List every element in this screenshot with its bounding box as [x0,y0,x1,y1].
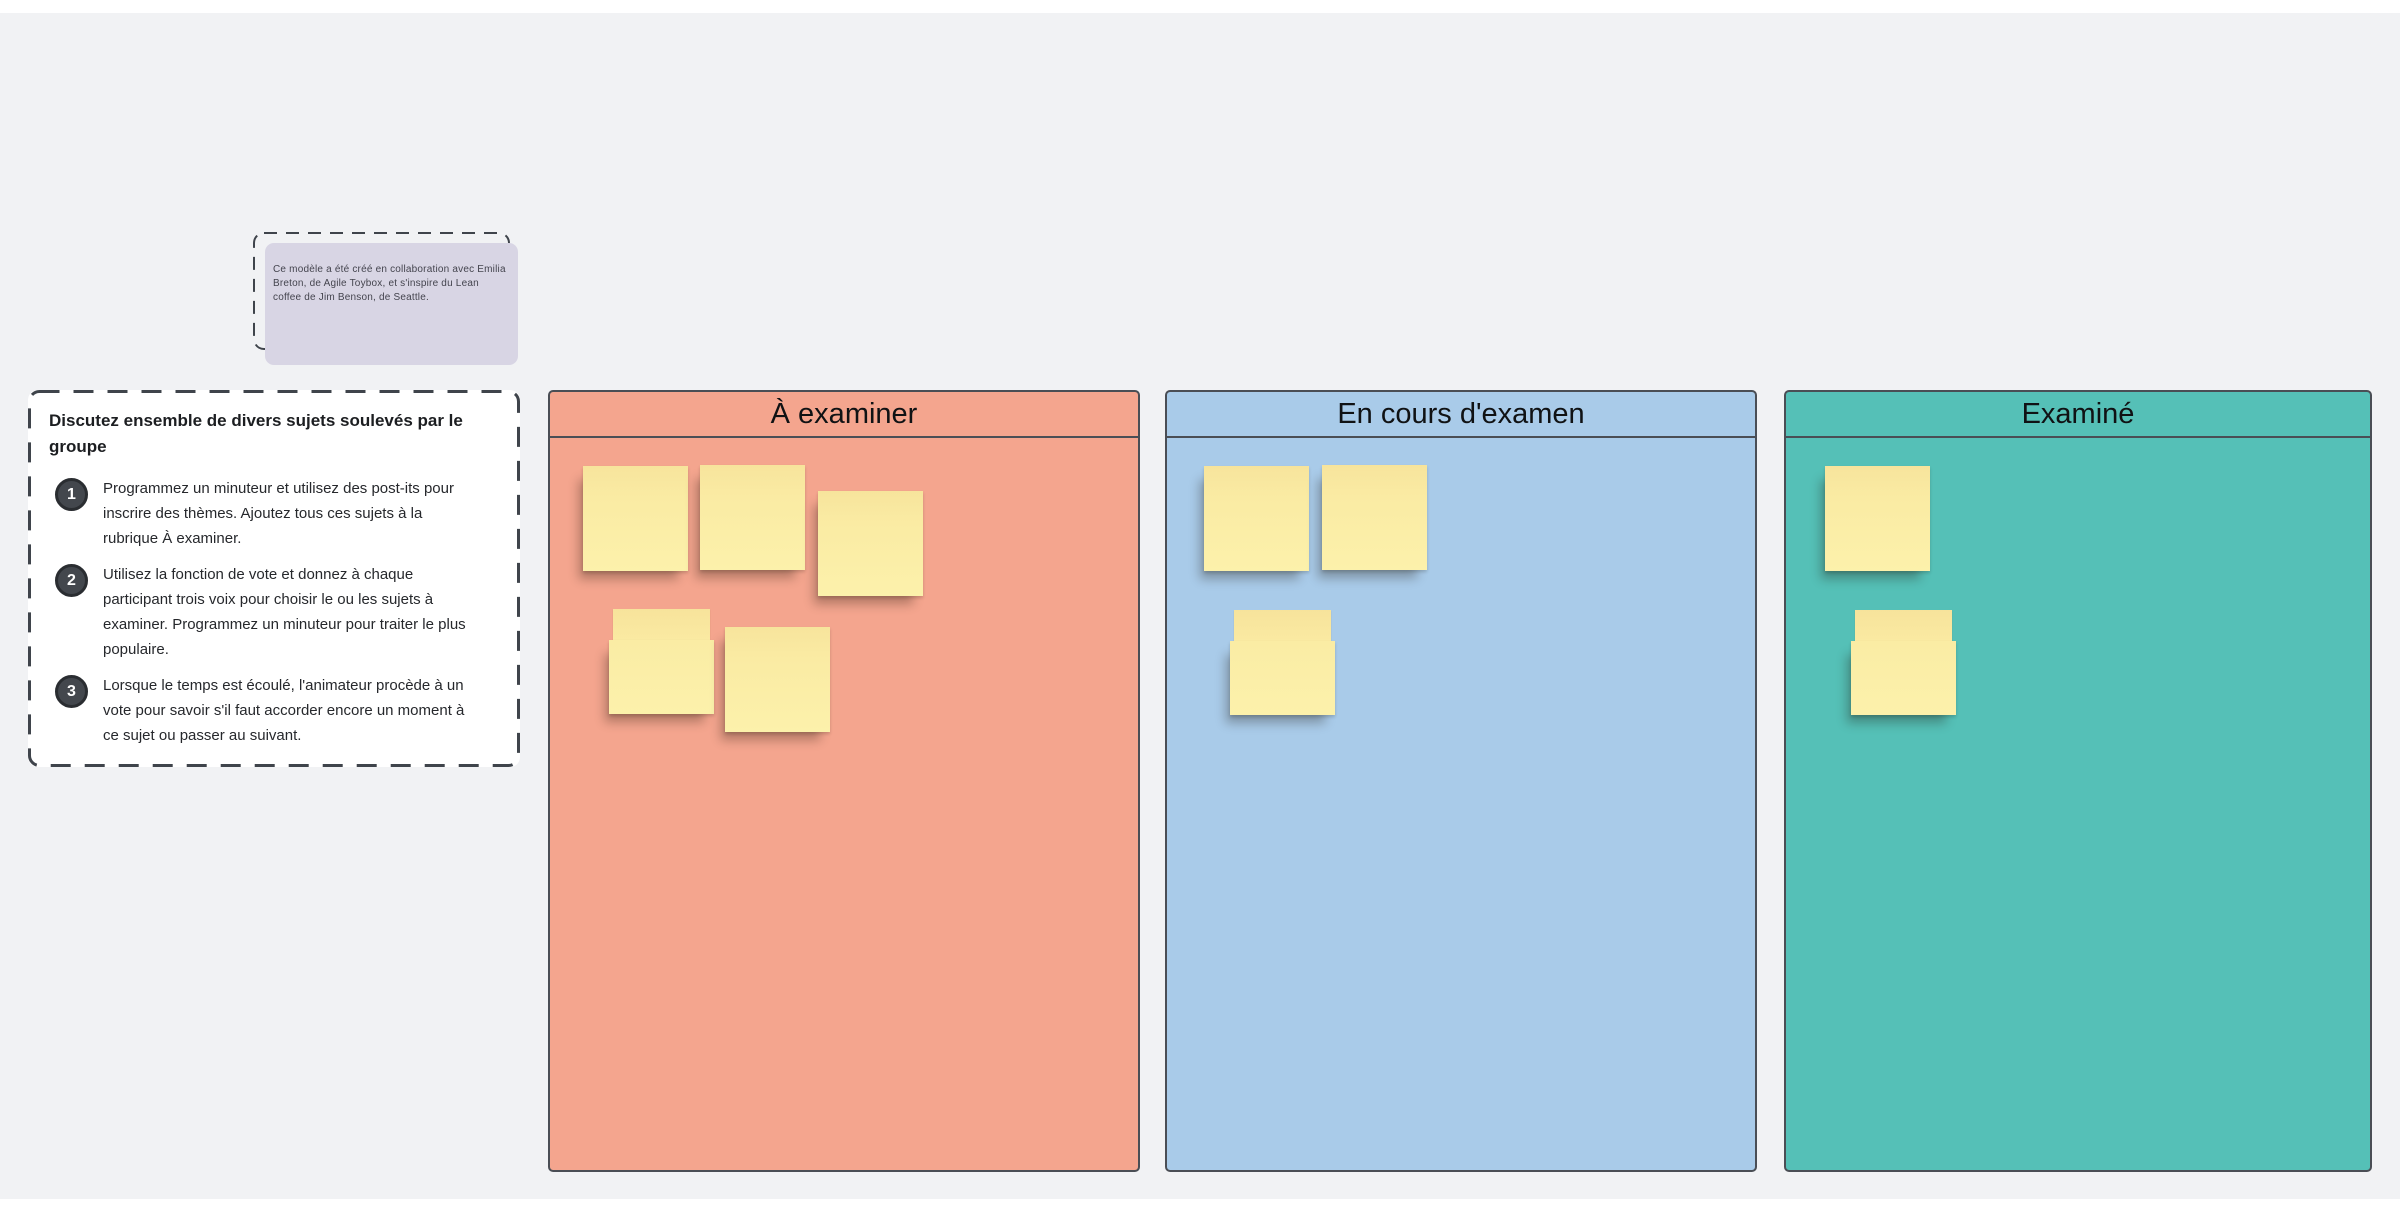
instruction-step-1: 1 Programmez un minuteur et utilisez des… [55,476,500,551]
column-examine-header[interactable]: Examiné [1786,392,2370,438]
column-en-cours-dexamen-body[interactable] [1167,438,1755,1170]
sticky-note-stack[interactable] [1851,610,1956,715]
instructions-title: Discutez ensemble de divers sujets soule… [49,411,463,456]
column-a-examiner-body[interactable] [550,438,1138,1170]
sticky-note[interactable] [700,465,805,570]
attribution-note[interactable]: Ce modèle a été créé en collaboration av… [265,243,518,365]
column-examine-title: Examiné [2021,397,2135,430]
column-a-examiner[interactable]: À examiner [548,390,1140,1172]
sticky-note[interactable] [583,466,688,571]
column-examine-body[interactable] [1786,438,2370,1170]
step-3-number-badge: 3 [55,675,88,708]
sticky-note[interactable] [1322,465,1427,570]
sticky-note-stack[interactable] [609,609,714,714]
sticky-note[interactable] [1204,466,1309,571]
column-en-cours-dexamen-header[interactable]: En cours d'examen [1167,392,1755,438]
sticky-note-stack[interactable] [1230,610,1335,715]
bottom-white-strip [0,1199,2400,1213]
column-examine[interactable]: Examiné [1784,390,2372,1172]
step-3-text: Lorsque le temps est écoulé, l'animateur… [103,677,465,744]
attribution-note-text: Ce modèle a été créé en collaboration av… [273,264,506,303]
step-2-number-badge: 2 [55,564,88,597]
column-en-cours-dexamen[interactable]: En cours d'examen [1165,390,1757,1172]
step-1-text: Programmez un minuteur et utilisez des p… [103,480,454,547]
sticky-note[interactable] [818,491,923,596]
instruction-step-3: 3 Lorsque le temps est écoulé, l'animate… [55,673,500,748]
sticky-note[interactable] [1825,466,1930,571]
instructions-panel[interactable]: Discutez ensemble de divers sujets soule… [28,390,520,767]
step-1-number-badge: 1 [55,478,88,511]
step-2-text: Utilisez la fonction de vote et donnez à… [103,566,466,658]
instruction-step-2: 2 Utilisez la fonction de vote et donnez… [55,562,500,662]
column-a-examiner-header[interactable]: À examiner [550,392,1138,438]
column-en-cours-dexamen-title: En cours d'examen [1337,397,1585,430]
column-a-examiner-title: À examiner [770,397,918,430]
sticky-note[interactable] [725,627,830,732]
top-white-strip [0,0,2400,13]
